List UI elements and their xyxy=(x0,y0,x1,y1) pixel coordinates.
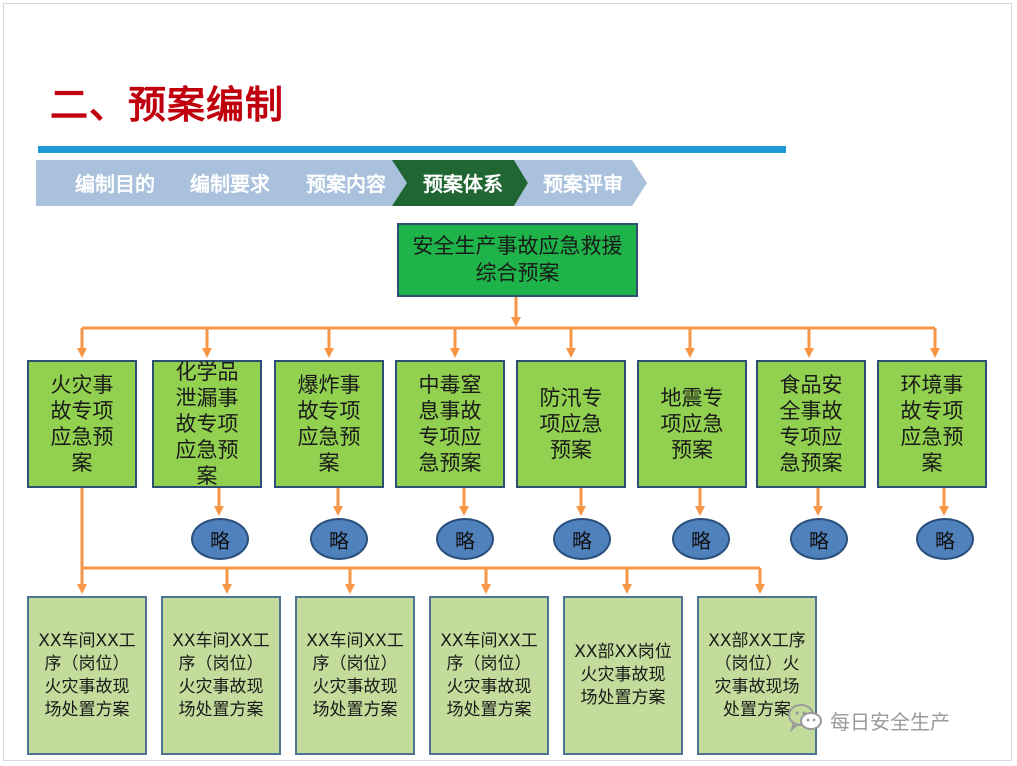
special-plan-explosion: 爆炸事故专项应急预案 xyxy=(274,360,384,488)
site-plan-4: XX车间XX工序（岗位）火灾事故现场处置方案 xyxy=(429,596,549,755)
nav-step-3-label: 预案内容 xyxy=(306,172,386,196)
nav-step-1-shape[interactable] xyxy=(36,160,178,206)
watermark-text: 每日安全生产 xyxy=(830,710,950,734)
nav-step-2-shape[interactable] xyxy=(168,160,294,206)
nav-step-4-label: 预案体系 xyxy=(423,172,503,196)
omitted-oval: 略 xyxy=(310,518,368,560)
nav-step-5-shape[interactable] xyxy=(514,160,647,206)
slide-frame xyxy=(3,3,1012,761)
special-plan-food-safety: 食品安全事故专项应急预案 xyxy=(756,360,866,488)
special-plan-fire: 火灾事故专项应急预案 xyxy=(27,360,137,488)
site-plan-3: XX车间XX工序（岗位）火灾事故现场处置方案 xyxy=(295,596,415,755)
special-plan-flood: 防汛专项应急预案 xyxy=(516,360,626,488)
nav-step-4-shape[interactable] xyxy=(392,160,528,206)
omitted-oval: 略 xyxy=(916,518,974,560)
site-plan-2: XX车间XX工序（岗位）火灾事故现场处置方案 xyxy=(161,596,281,755)
nav-step-1-label: 编制目的 xyxy=(75,172,155,196)
special-plan-poisoning: 中毒窒息事故专项应急预案 xyxy=(395,360,505,488)
nav-step-5-label: 预案评审 xyxy=(543,172,623,196)
omitted-oval: 略 xyxy=(436,518,494,560)
site-plan-1: XX车间XX工序（岗位）火灾事故现场处置方案 xyxy=(27,596,147,755)
wechat-icon xyxy=(788,704,822,737)
nav-step-2-label: 编制要求 xyxy=(190,172,271,196)
omitted-oval: 略 xyxy=(553,518,611,560)
site-plan-6: XX部XX工序（岗位）火灾事故现场处置方案 xyxy=(697,596,817,755)
special-plan-chemical-leak: 化学品泄漏事故专项应急预案 xyxy=(152,360,262,488)
nav-step-3-shape[interactable] xyxy=(284,160,411,206)
site-plan-5: XX部XX岗位火灾事故现场处置方案 xyxy=(563,596,683,755)
comprehensive-plan-box: 安全生产事故应急救援综合预案 xyxy=(397,223,638,297)
omitted-oval: 略 xyxy=(191,518,249,560)
omitted-oval: 略 xyxy=(790,518,848,560)
special-plan-earthquake: 地震专项应急预案 xyxy=(637,360,747,488)
omitted-oval: 略 xyxy=(672,518,730,560)
special-plan-environment: 环境事故专项应急预案 xyxy=(877,360,987,488)
title-underline xyxy=(38,146,786,153)
page-title: 二、预案编制 xyxy=(50,83,285,127)
watermark: 每日安全生产 xyxy=(788,704,950,737)
